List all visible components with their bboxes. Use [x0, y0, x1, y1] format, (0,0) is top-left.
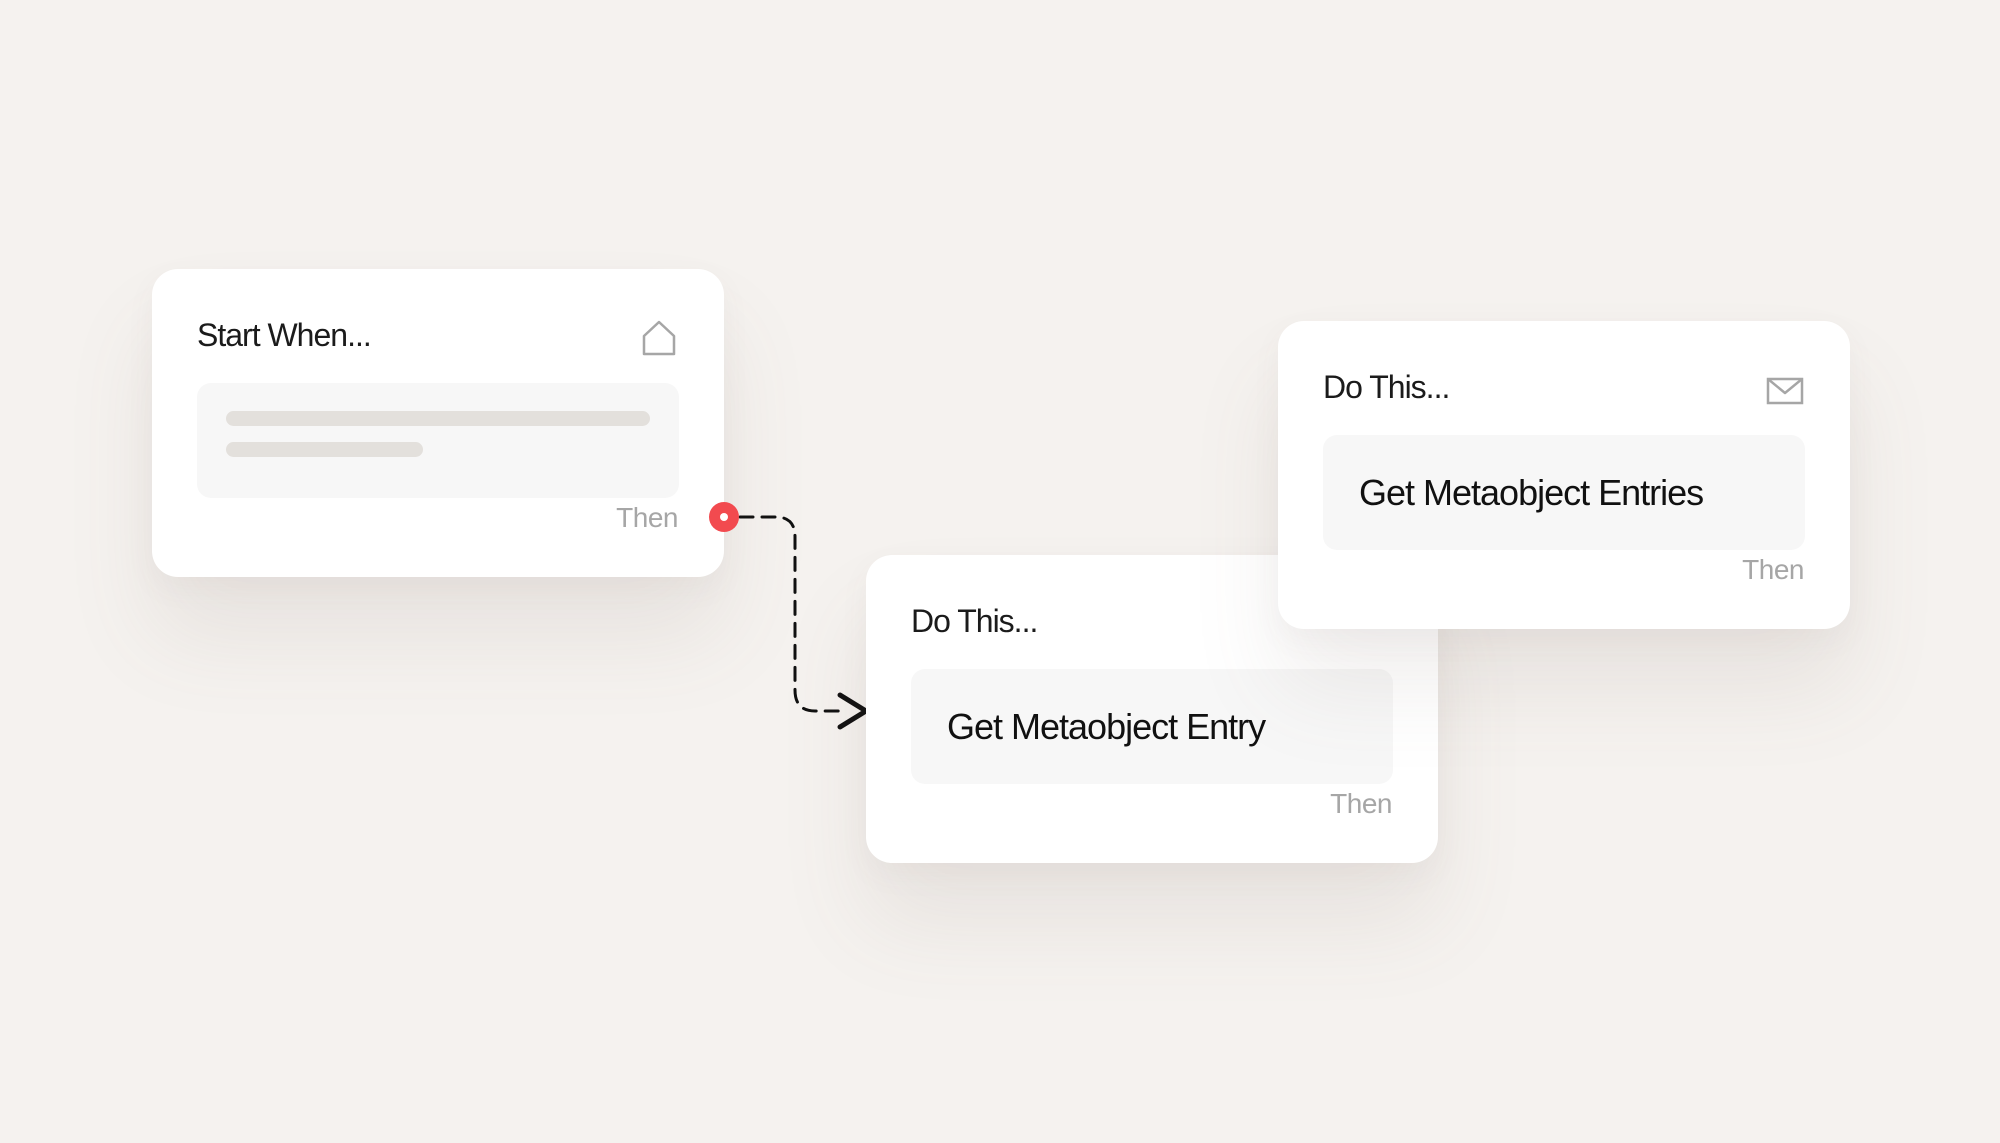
- trigger-card-title: Start When...: [197, 317, 372, 353]
- then-output-port[interactable]: [709, 502, 739, 532]
- action-card-entries[interactable]: Do This... Get Metaobject Entries Then: [1278, 321, 1850, 629]
- trigger-card[interactable]: Start When... Then: [152, 269, 724, 577]
- action-card-entry-title: Do This...: [911, 603, 1038, 639]
- action-entry-then-label: Then: [1330, 788, 1392, 819]
- mail-icon: [1766, 371, 1804, 409]
- trigger-placeholder-box[interactable]: [197, 383, 679, 498]
- action-card-entries-title: Do This...: [1323, 369, 1450, 405]
- action-entry-label: Get Metaobject Entry: [947, 706, 1266, 747]
- home-icon: [640, 319, 678, 357]
- arrow-head-icon: [837, 692, 869, 730]
- trigger-then-label: Then: [616, 502, 678, 533]
- action-entry-box[interactable]: Get Metaobject Entry: [911, 669, 1393, 784]
- skeleton-line: [226, 411, 650, 426]
- action-entries-then-label: Then: [1742, 554, 1804, 585]
- action-entries-box[interactable]: Get Metaobject Entries: [1323, 435, 1805, 550]
- action-entries-label: Get Metaobject Entries: [1359, 472, 1704, 513]
- skeleton-line: [226, 442, 423, 457]
